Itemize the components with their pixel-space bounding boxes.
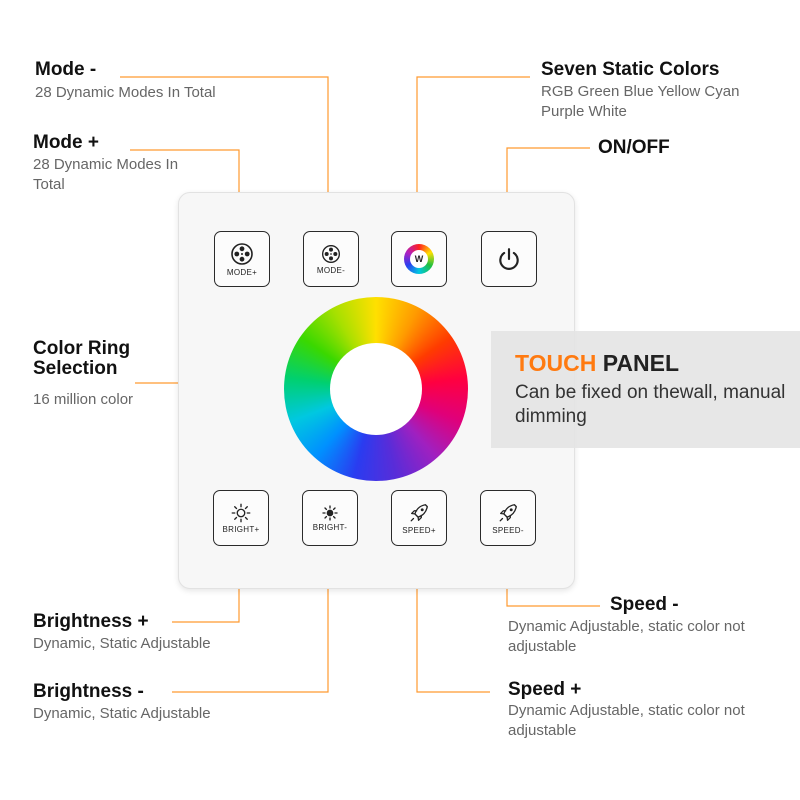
- brightness-minus-title: Brightness -: [33, 681, 144, 702]
- color-ring-desc: 16 million color: [33, 391, 134, 408]
- mode-plus-desc: 28 Dynamic Modes In Total: [33, 156, 179, 193]
- speed-minus-title: Speed -: [610, 594, 679, 615]
- power-button[interactable]: [481, 231, 537, 287]
- brightness-plus-desc: Dynamic, Static Adjustable: [33, 635, 211, 652]
- touch-panel-title: TOUCH PANEL: [515, 350, 679, 377]
- color-ring-center: [330, 343, 422, 435]
- brightness-minus-button[interactable]: BRIGHT-: [302, 490, 358, 546]
- speed-plus-caption: SPEED+: [402, 525, 436, 535]
- mode-plus-title: Mode +: [33, 132, 99, 153]
- speed-minus-desc: Dynamic Adjustable, static color not adj…: [508, 618, 745, 655]
- panel-word: PANEL: [602, 350, 679, 376]
- mode-minus-button[interactable]: MODE-: [303, 231, 359, 287]
- color-wheel-icon: W: [404, 244, 434, 274]
- mode-plus-button[interactable]: MODE+: [214, 231, 270, 287]
- touch-panel-desc: Can be fixed on thewall, manual dimming: [515, 382, 786, 427]
- mode-minus-caption: MODE-: [316, 265, 346, 275]
- speed-plus-button[interactable]: SPEED+: [391, 490, 447, 546]
- speed-plus-desc: Dynamic Adjustable, static color not adj…: [508, 702, 745, 739]
- touch-word: TOUCH: [515, 350, 597, 376]
- speed-plus-title: Speed +: [508, 679, 582, 700]
- white-label: W: [410, 250, 428, 268]
- brightness-plus-title: Brightness +: [33, 611, 149, 632]
- rocket-icon: [410, 503, 428, 521]
- seven-colors-title: Seven Static Colors: [541, 59, 720, 80]
- touch-panel-info-box: [491, 331, 800, 448]
- rocket-icon: [499, 503, 517, 521]
- seven-colors-desc: RGB Green Blue Yellow Cyan Purple White: [541, 83, 740, 120]
- bright-plus-caption: BRIGHT+: [222, 524, 260, 534]
- sun-filled-icon: [322, 504, 338, 521]
- speed-minus-button[interactable]: SPEED-: [480, 490, 536, 546]
- mode-minus-desc: 28 Dynamic Modes In Total: [35, 84, 216, 101]
- on-off-title: ON/OFF: [598, 137, 670, 158]
- bright-minus-caption: BRIGHT-: [312, 522, 348, 532]
- sun-outline-icon: [231, 503, 251, 522]
- film-reel-icon: [231, 242, 253, 265]
- mode-minus-title: Mode -: [35, 59, 97, 80]
- film-reel-icon: [322, 244, 340, 263]
- brightness-minus-desc: Dynamic, Static Adjustable: [33, 705, 211, 722]
- power-icon: [499, 248, 519, 270]
- brightness-plus-button[interactable]: BRIGHT+: [213, 490, 269, 546]
- static-color-button[interactable]: W: [391, 231, 447, 287]
- color-ring-title: Color Ring Selection: [33, 338, 131, 379]
- speed-minus-caption: SPEED-: [492, 525, 524, 535]
- mode-plus-caption: MODE+: [226, 267, 258, 277]
